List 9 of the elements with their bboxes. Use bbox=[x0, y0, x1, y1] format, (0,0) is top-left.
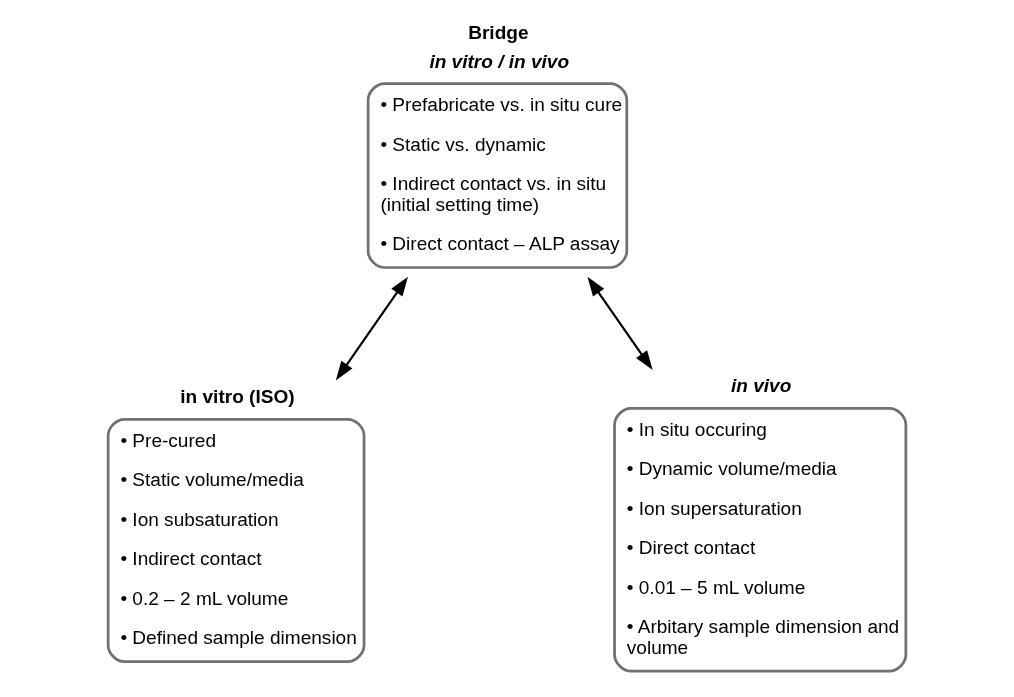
arrow bbox=[587, 276, 653, 371]
node-label: in vivo bbox=[730, 375, 792, 397]
node-box: • In situ occuring • Dynamic volume/media • Ion supersaturation • Direct contact • 0.01 – 5 mL volume • Arbitary sample dimension and volume bbox=[613, 407, 908, 673]
node-label: Bridge bbox=[468, 22, 529, 44]
node-box: • Pre-cured • Static volume/media • Ion subsaturation • Indirect contact • 0.2 – 2 mL volume • Defined sample dimension bbox=[106, 417, 366, 663]
node-box: • Prefabricate vs. in situ cure • Static vs. dynamic • Indirect contact vs. in situ (initial setting time) • Direct contact – ALP assay bbox=[366, 82, 629, 269]
arrow bbox=[335, 276, 408, 381]
node-label: in vitro (ISO) bbox=[180, 386, 295, 408]
node-label: in vitro / in vivo bbox=[429, 50, 570, 72]
